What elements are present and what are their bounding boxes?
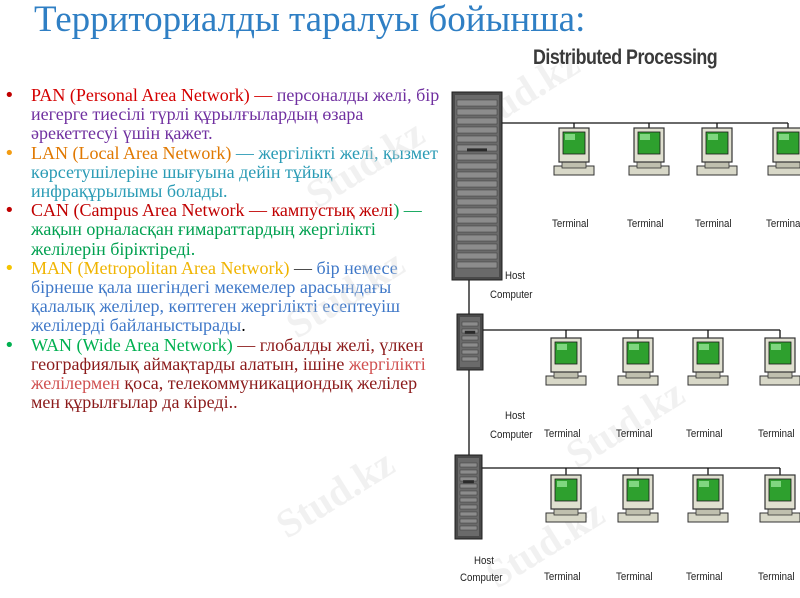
bullet-text-segment: LAN (Local Area Network) [31,142,232,163]
terminal-label: Terminal [695,218,732,230]
host-label: Computer [490,289,533,301]
server-icon [454,454,483,540]
bullet-text-segment: WAN (Wide Area Network) [31,334,233,355]
bullet-text-segment: — глобалды желі, үлкен географиялық айма… [31,334,424,374]
terminal-computer-icon [553,127,595,176]
network-type-item: • LAN (Local Area Network) — жергілікті ж… [0,142,446,202]
bullet-text-segment: персоналды желі, бір иегерге тиесілі түр… [31,85,440,144]
terminal-computer-icon [687,337,729,386]
bullet-text-segment: жергілікті желілермен [31,353,426,394]
terminal-computer-icon [759,337,800,386]
network-type-item: • WAN (Wide Area Network) — глобалды желі… [0,334,446,413]
terminal-label: Terminal [686,428,723,440]
terminal-label: Terminal [758,428,795,440]
host-label: Host [474,555,494,567]
network-type-item: • PAN (Personal Area Network) — персоналд… [0,85,446,144]
terminal-label: Terminal [616,428,653,440]
terminal-computer-icon [687,474,729,523]
bullet-marker: • [4,85,15,106]
terminal-computer-icon [545,474,587,523]
bullet-marker: • [4,257,15,279]
terminal-computer-icon [767,127,800,176]
bullet-text-segment: CAN (Campus Area Network — кампустық жел… [31,200,394,221]
terminal-label: Terminal [544,571,581,583]
network-type-item: • CAN (Campus Area Network — кампустық же… [0,201,446,259]
bullet-marker: • [4,334,15,356]
network-types-list: • PAN (Personal Area Network) — персоналд… [0,85,446,413]
bullet-text-segment: . [241,315,246,336]
terminal-label: Terminal [616,571,653,583]
slide-title: Территориалды таралуы бойынша: [34,0,586,40]
terminal-computer-icon [545,337,587,386]
terminal-label: Terminal [686,571,723,583]
terminal-label: Terminal [758,571,795,583]
bullet-marker: • [4,200,15,222]
host-label: Computer [460,572,503,584]
host-label: Host [505,270,525,282]
bullet-text-segment: бір немесе бірнеше қала шегіндегі мекеме… [31,257,400,336]
network-diagram [451,91,800,540]
terminal-label: Terminal [544,428,581,440]
network-type-item: • MAN (Metropolitan Area Network) — бір н… [0,257,446,336]
terminal-label: Terminal [627,218,664,230]
bullet-text-segment: ) — жақын орналасқан ғимараттардың жергі… [31,200,422,259]
terminal-computer-icon [617,337,659,386]
bullet-text-segment: — жергілікті желі, қызмет көрсетушілерін… [31,142,438,202]
bullet-text-segment: — [289,257,317,278]
bullet-marker: • [4,142,15,164]
bullet-text-segment: PAN (Personal Area Network) — [31,85,277,105]
terminal-label: Terminal [552,218,589,230]
host-label: Host [505,410,525,422]
server-icon [451,91,503,281]
terminal-computer-icon [628,127,670,176]
diagram-title: Distributed Processing [533,46,718,69]
terminal-computer-icon [696,127,738,176]
terminal-computer-icon [617,474,659,523]
bullet-text-segment: MAN (Metropolitan Area Network) [31,257,290,278]
bullet-text-segment: қоса, телекоммуникациондық желілер мен қ… [31,373,418,413]
terminal-computer-icon [759,474,800,523]
host-label: Computer [490,429,533,441]
terminal-label: Terminal [766,218,800,230]
server-icon [456,313,484,371]
